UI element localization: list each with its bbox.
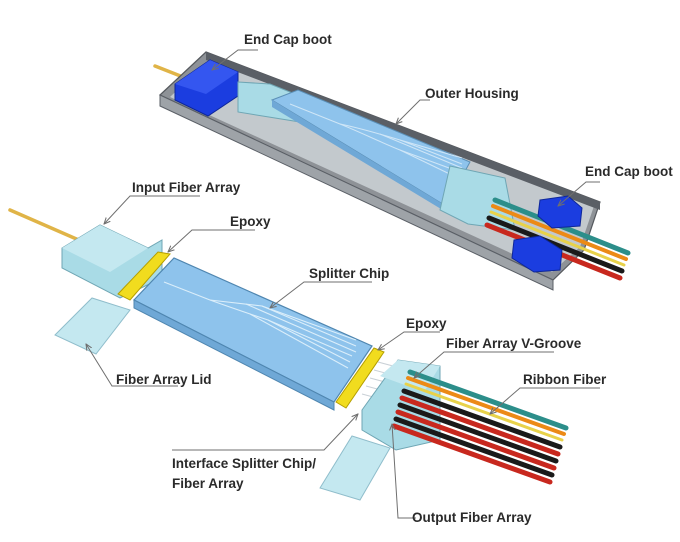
leader-epoxy-right xyxy=(378,331,440,350)
end-cap-boot-right-lower xyxy=(511,235,563,273)
end-cap-boot-right-upper xyxy=(537,195,583,229)
chip-waveguides xyxy=(163,281,357,369)
end-cap-boot-left-top xyxy=(175,60,238,94)
assembled-housing xyxy=(153,51,631,291)
label-outer-housing: Outer Housing xyxy=(425,86,519,101)
label-interface-line1: Interface Splitter Chip/ xyxy=(172,456,316,471)
input-fiber-array-top xyxy=(62,225,148,272)
leader-output-fiber-array xyxy=(392,424,416,519)
label-end-cap-boot-right: End Cap boot xyxy=(585,164,673,179)
outer-housing-front-wall xyxy=(159,94,554,291)
splitter-chip-face xyxy=(133,299,335,411)
leader-fiber-array-v-groove xyxy=(414,351,554,378)
fiber-array-lid xyxy=(54,297,131,355)
labels: End Cap boot Outer Housing End Cap boot … xyxy=(116,32,673,525)
label-interface-line2: Fiber Array xyxy=(172,476,244,491)
label-ribbon-fiber: Ribbon Fiber xyxy=(523,372,607,387)
label-output-fiber-array: Output Fiber Array xyxy=(412,510,532,525)
leader-input-fiber-array xyxy=(104,195,200,224)
leader-end-cap-boot-right xyxy=(558,181,600,206)
leader-interface xyxy=(172,414,358,451)
output-fiber-array-lid xyxy=(319,435,391,501)
label-splitter-chip: Splitter Chip xyxy=(309,266,389,281)
leader-lines xyxy=(86,49,600,519)
label-epoxy-left: Epoxy xyxy=(230,214,271,229)
label-end-cap-boot-top: End Cap boot xyxy=(244,32,332,47)
leader-end-cap-boot-top xyxy=(212,49,258,70)
leader-splitter-chip xyxy=(270,281,372,308)
leader-outer-housing xyxy=(396,99,430,124)
exploded-view xyxy=(8,208,569,501)
top-splitter-chip-face xyxy=(272,100,446,212)
leader-epoxy-left xyxy=(168,229,255,252)
ribbon-fiber xyxy=(391,369,569,485)
label-fiber-array-lid: Fiber Array Lid xyxy=(116,372,212,387)
leader-ribbon-fiber xyxy=(490,387,600,414)
leader-fiber-array-lid xyxy=(86,344,178,387)
label-input-fiber-array: Input Fiber Array xyxy=(132,180,241,195)
epoxy-right xyxy=(335,347,385,409)
label-epoxy-right: Epoxy xyxy=(406,316,447,331)
outer-housing-back-wall xyxy=(206,52,600,210)
epoxy-left xyxy=(117,251,171,301)
label-fiber-array-v-groove: Fiber Array V-Groove xyxy=(446,336,582,351)
